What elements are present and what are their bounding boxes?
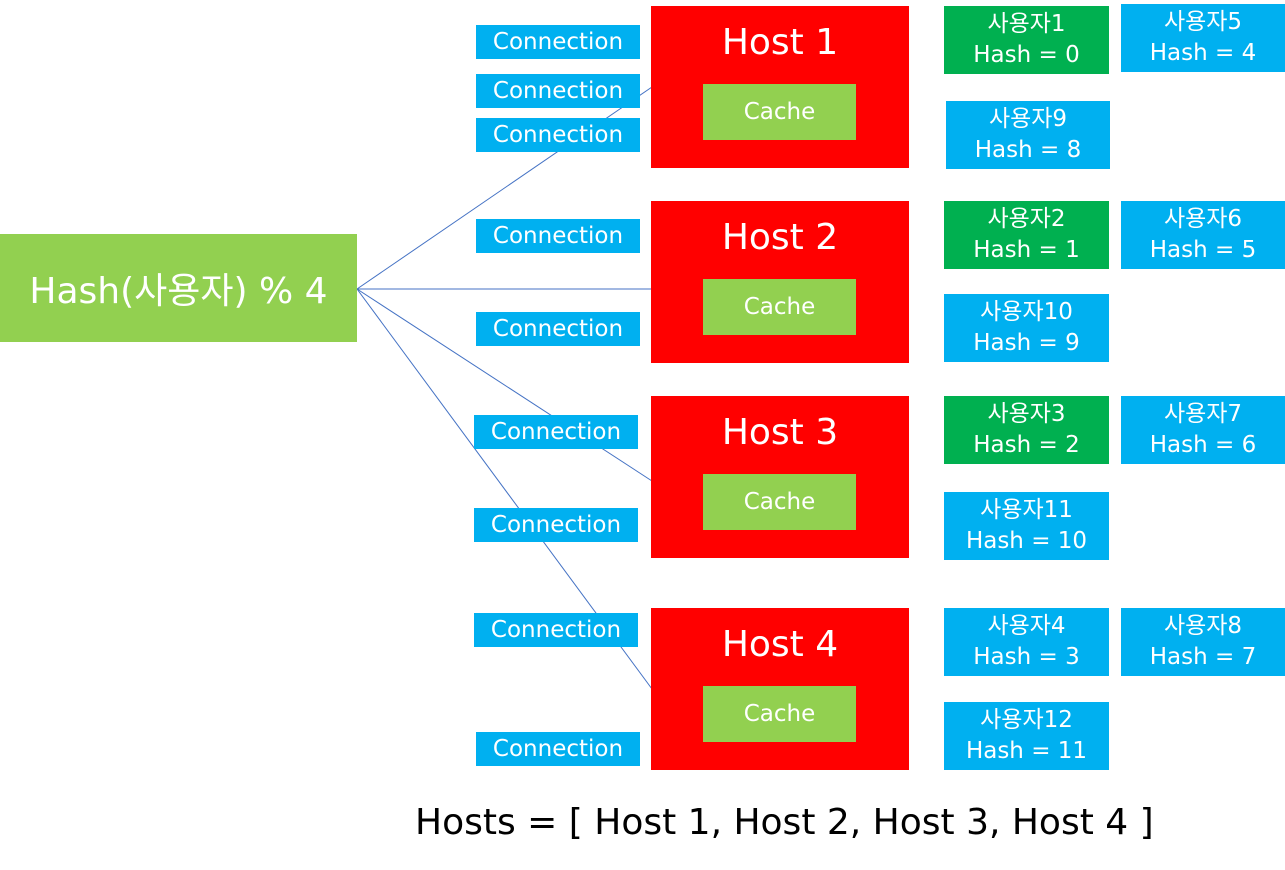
user-name: 사용자5 xyxy=(1163,9,1243,35)
connection-label: Connection xyxy=(490,617,622,643)
connection-label: Connection xyxy=(492,223,624,249)
user-name: 사용자3 xyxy=(987,401,1066,427)
connection-label: Connection xyxy=(490,419,622,445)
user-box: 사용자10 Hash = 9 xyxy=(944,294,1109,362)
cache-box: Cache xyxy=(703,474,856,530)
connection-label: Connection xyxy=(492,78,624,104)
cache-box: Cache xyxy=(703,84,856,140)
user-box: 사용자1 Hash = 0 xyxy=(944,6,1109,74)
connection-label: Connection xyxy=(492,736,624,762)
user-name: 사용자9 xyxy=(988,106,1068,132)
user-hash: Hash = 4 xyxy=(1149,40,1257,66)
connector-line-host-3 xyxy=(356,288,653,482)
host-box-3: Host 3 Cache xyxy=(651,396,909,558)
user-hash: Hash = 7 xyxy=(1149,644,1257,670)
cache-label: Cache xyxy=(743,99,816,125)
connection-label: Connection xyxy=(490,512,622,538)
user-name: 사용자12 xyxy=(980,707,1073,733)
user-name: 사용자4 xyxy=(987,613,1066,639)
hash-function-label: Hash(사용자) % 4 xyxy=(29,271,328,312)
connection-box: Connection xyxy=(476,732,640,766)
connection-box: Connection xyxy=(476,74,640,108)
connection-box: Connection xyxy=(474,613,638,647)
connection-box: Connection xyxy=(476,312,640,346)
host-box-2: Host 2 Cache xyxy=(651,201,909,363)
user-name: 사용자6 xyxy=(1163,206,1243,232)
user-name: 사용자1 xyxy=(987,11,1066,37)
user-hash: Hash = 9 xyxy=(973,330,1080,356)
user-box: 사용자2 Hash = 1 xyxy=(944,201,1109,269)
user-box: 사용자6 Hash = 5 xyxy=(1121,201,1285,269)
user-hash: Hash = 3 xyxy=(973,644,1080,670)
host-title: Host 2 xyxy=(721,217,839,258)
user-box: 사용자7 Hash = 6 xyxy=(1121,396,1285,464)
host-title: Host 3 xyxy=(721,412,839,453)
host-box-1: Host 1 Cache xyxy=(651,6,909,168)
user-box: 사용자12 Hash = 11 xyxy=(944,702,1109,770)
hosts-list-caption: Hosts = [ Host 1, Host 2, Host 3, Host 4… xyxy=(415,802,1154,843)
connection-label: Connection xyxy=(492,29,624,55)
connection-box: Connection xyxy=(474,508,638,542)
hash-function-box: Hash(사용자) % 4 xyxy=(0,234,357,342)
connection-box: Connection xyxy=(476,25,640,59)
user-hash: Hash = 10 xyxy=(965,528,1088,554)
user-box: 사용자5 Hash = 4 xyxy=(1121,4,1285,72)
cache-label: Cache xyxy=(743,489,816,515)
user-hash: Hash = 5 xyxy=(1149,237,1257,263)
user-name: 사용자7 xyxy=(1163,401,1243,427)
host-title: Host 4 xyxy=(721,624,839,665)
user-name: 사용자8 xyxy=(1163,613,1243,639)
user-name: 사용자11 xyxy=(980,497,1073,523)
connection-label: Connection xyxy=(492,316,624,342)
user-box: 사용자9 Hash = 8 xyxy=(946,101,1110,169)
user-hash: Hash = 8 xyxy=(974,137,1082,163)
user-box: 사용자4 Hash = 3 xyxy=(944,608,1109,676)
connection-box: Connection xyxy=(476,219,640,253)
host-box-4: Host 4 Cache xyxy=(651,608,909,770)
user-hash: Hash = 11 xyxy=(965,738,1088,764)
connection-box: Connection xyxy=(474,415,638,449)
cache-label: Cache xyxy=(743,294,816,320)
user-box: 사용자11 Hash = 10 xyxy=(944,492,1109,560)
user-name: 사용자10 xyxy=(980,299,1073,325)
user-hash: Hash = 1 xyxy=(973,237,1080,263)
user-box: 사용자8 Hash = 7 xyxy=(1121,608,1285,676)
host-title: Host 1 xyxy=(721,22,839,63)
cache-box: Cache xyxy=(703,279,856,335)
user-box: 사용자3 Hash = 2 xyxy=(944,396,1109,464)
connection-box: Connection xyxy=(476,118,640,152)
cache-label: Cache xyxy=(743,701,816,727)
user-hash: Hash = 0 xyxy=(973,42,1080,68)
user-hash: Hash = 2 xyxy=(973,432,1080,458)
user-hash: Hash = 6 xyxy=(1149,432,1257,458)
cache-box: Cache xyxy=(703,686,856,742)
user-name: 사용자2 xyxy=(987,206,1066,232)
connection-label: Connection xyxy=(492,122,624,148)
